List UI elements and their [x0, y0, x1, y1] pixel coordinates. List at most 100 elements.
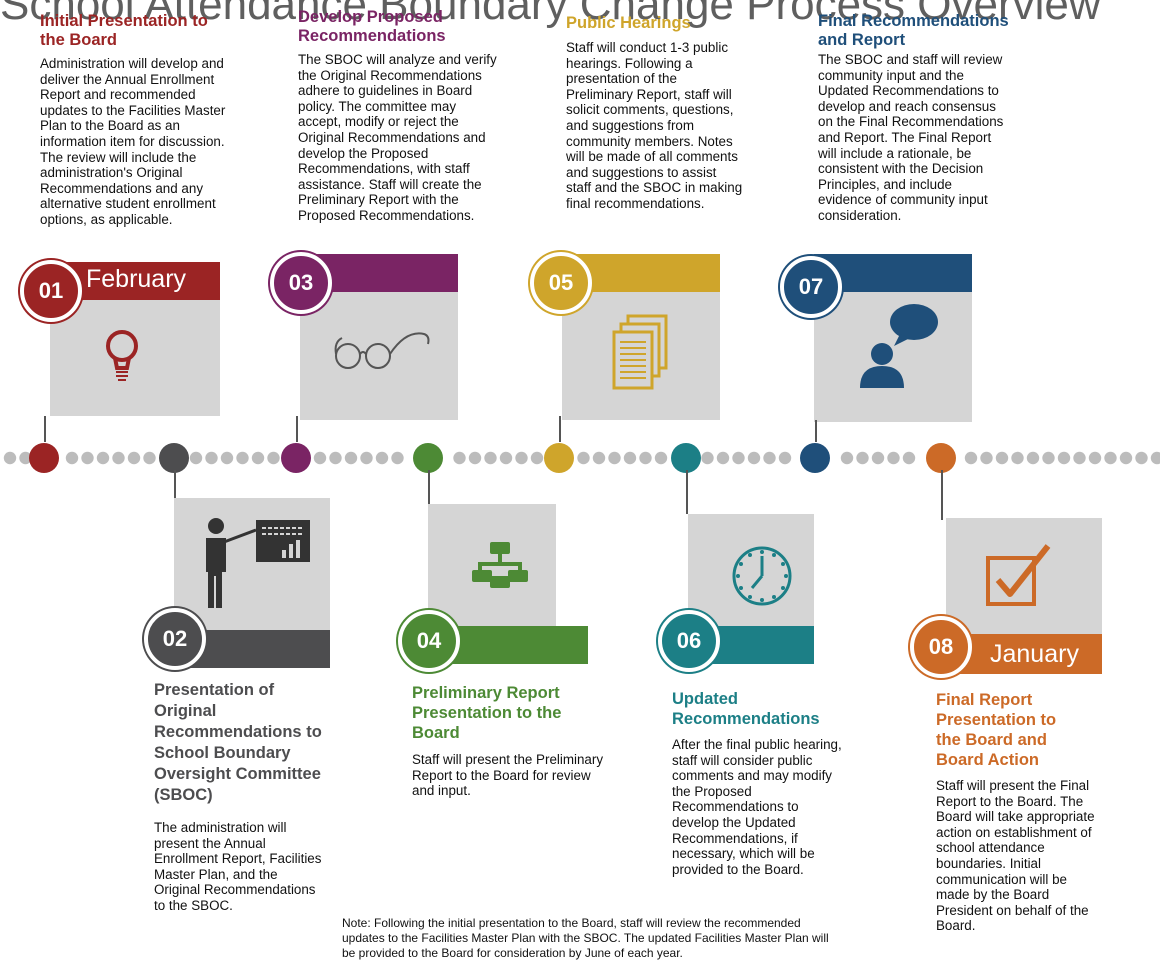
timeline-dot	[360, 451, 373, 465]
timeline-dot	[344, 451, 358, 465]
timeline-dot	[530, 451, 544, 465]
step-05-card: 05	[530, 252, 722, 422]
org-chart-icon	[472, 542, 528, 588]
timeline-dot	[375, 451, 389, 465]
step-08-month: January	[990, 640, 1079, 668]
timeline-dot	[127, 451, 141, 465]
timeline-dot	[577, 451, 590, 465]
step-02-description: The administration will present the Annu…	[154, 820, 322, 913]
step-05-title: Public Hearings	[566, 14, 691, 32]
stem-03	[296, 416, 298, 442]
step-07-description: The SBOC and staff will review community…	[818, 52, 1004, 223]
timeline-dot	[391, 451, 404, 465]
timeline-dot	[980, 451, 993, 465]
timeline-marker-02	[159, 443, 189, 473]
step-07-badge: 07	[780, 256, 842, 318]
step-01-title: Initial Presentation to the Board	[40, 12, 208, 49]
step-01-month: February	[86, 265, 187, 293]
step-05-description: Staff will conduct 1-3 public hearings. …	[566, 40, 743, 211]
timeline-dot	[856, 451, 869, 465]
timeline-dot	[763, 451, 776, 465]
stem-04	[428, 470, 430, 514]
step-08-title: Final Report Presentation to the Board a…	[936, 691, 1057, 769]
timeline-dot	[313, 451, 327, 465]
step-04-title: Preliminary Report Presentation to the B…	[412, 684, 562, 742]
presenter-icon	[206, 518, 310, 608]
timeline-dot	[608, 451, 621, 465]
step-07-card: 07	[780, 252, 972, 424]
step-04-badge: 04	[398, 610, 460, 672]
timeline-dot	[515, 451, 528, 465]
glasses-icon	[334, 332, 430, 369]
timeline-dot	[840, 451, 854, 465]
timeline	[0, 440, 1160, 480]
timeline-marker-05	[544, 443, 574, 473]
timeline-dot	[887, 451, 900, 465]
timeline-dot	[902, 451, 916, 465]
step-06-card: 06	[658, 514, 816, 674]
timeline-dot	[1104, 451, 1117, 465]
timeline-dot	[236, 451, 249, 465]
stem-05	[559, 416, 561, 442]
step-07-number: 07	[798, 274, 824, 299]
timeline-dot	[189, 451, 203, 465]
documents-icon	[612, 314, 668, 390]
timeline-dot	[654, 451, 668, 465]
step-03-description: The SBOC will analyze and verify the Ori…	[298, 52, 497, 223]
step-08-card: January 08	[910, 518, 1102, 680]
step-05-badge: 05	[530, 252, 592, 314]
step-06-badge: 06	[658, 610, 720, 672]
timeline-marker-04	[413, 443, 443, 473]
step-03-badge: 03	[270, 252, 332, 314]
timeline-marker-06	[671, 443, 701, 473]
timeline-dot	[1119, 451, 1133, 465]
timeline-dot	[499, 451, 513, 465]
step-08-badge: 08	[910, 616, 972, 678]
timeline-dot	[747, 451, 761, 465]
step-08-description: Staff will present the Final Report to t…	[936, 778, 1095, 934]
timeline-dot	[251, 451, 265, 465]
step-02-card: 02	[144, 498, 330, 670]
step-03-title: Develop Proposed Recommendations	[298, 8, 446, 45]
timeline-dot	[778, 451, 792, 465]
step-04-description: Staff will present the Preliminary Repor…	[412, 752, 604, 799]
timeline-dot	[81, 451, 94, 465]
step-01-description: Administration will develop and deliver …	[40, 56, 226, 227]
step-08-number: 08	[928, 634, 954, 659]
step-05-number: 05	[548, 270, 574, 295]
timeline-dot	[205, 451, 218, 465]
timeline-dot	[871, 451, 885, 465]
step-02-title: Presentation of Original Recommendations…	[154, 681, 322, 804]
timeline-dot	[1135, 451, 1148, 465]
timeline-dot	[1073, 451, 1086, 465]
timeline-dot	[3, 451, 17, 465]
timeline-dot	[1150, 451, 1160, 465]
timeline-dot	[716, 451, 730, 465]
checkbox-icon	[986, 544, 1051, 606]
stem-07	[815, 420, 817, 442]
step-01-number: 01	[38, 278, 64, 303]
timeline-dot	[1042, 451, 1055, 465]
clock-icon	[732, 546, 792, 606]
step-07-title: Final Recommendations and Report	[818, 12, 1009, 49]
step-03-card: 03	[270, 252, 460, 422]
timeline-dot	[96, 451, 110, 465]
timeline-dot	[267, 451, 280, 465]
timeline-dot	[1011, 451, 1024, 465]
timeline-dot	[329, 451, 342, 465]
timeline-dot	[112, 451, 125, 465]
timeline-dot	[639, 451, 652, 465]
step-02-number: 02	[162, 626, 188, 651]
timeline-dot	[1088, 451, 1102, 465]
timeline-dot	[732, 451, 745, 465]
step-08-band: January	[946, 634, 1102, 674]
step-01-card: February 01	[20, 260, 220, 420]
timeline-dot	[592, 451, 606, 465]
lightbulb-icon	[106, 330, 138, 381]
step-04-card: 04	[398, 504, 588, 672]
stem-01	[44, 416, 46, 442]
stem-06	[686, 470, 688, 514]
stem-02	[174, 470, 176, 514]
timeline-dot	[65, 451, 79, 465]
timeline-dot	[701, 451, 714, 465]
